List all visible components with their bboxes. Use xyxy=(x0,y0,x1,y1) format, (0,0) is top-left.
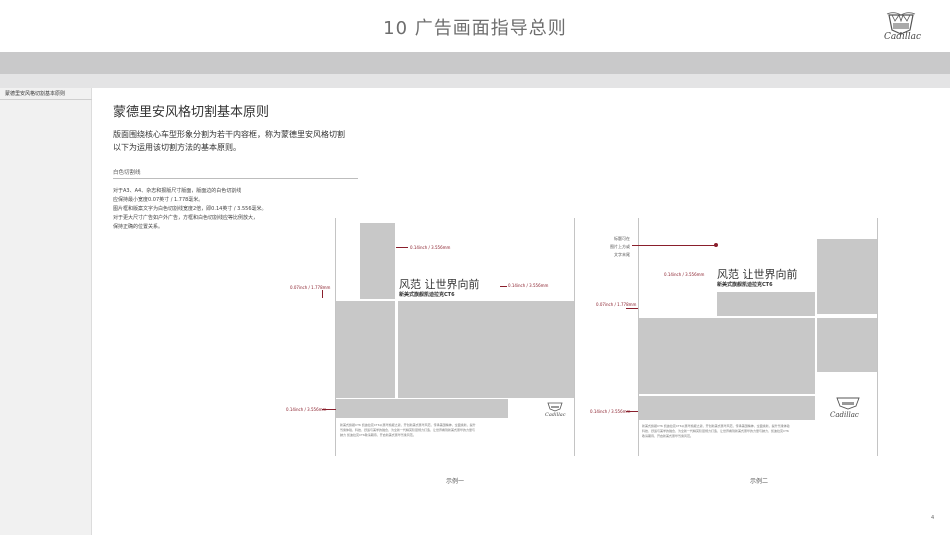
body-text-line: 保持正确的位置关系。 xyxy=(113,224,164,230)
example-one-image-block xyxy=(336,399,508,418)
cadillac-crest-icon xyxy=(547,402,563,412)
example-caption: 示例一 xyxy=(446,478,465,485)
dimension-label: 0.14inch / 3.556mm xyxy=(664,272,705,277)
dimension-pointer xyxy=(500,286,507,287)
body-copy-line: 新美式旗舰CT6 凯迪拉克CT6以豪华旗舰之姿，开创新美式豪华风范，传承美国精神… xyxy=(340,423,476,427)
dimension-label: 0.14inch / 3.556mm xyxy=(508,283,549,288)
logo-wordmark: Cadillac xyxy=(884,32,922,42)
example-one-image-block xyxy=(336,301,395,398)
example-one-image-block xyxy=(398,301,574,398)
dimension-pointer xyxy=(396,247,408,248)
example-caption: 示例二 xyxy=(750,478,769,485)
annotation-note-line: 图片上方或 xyxy=(610,244,630,249)
body-copy-line: 魅力 凯迪拉克CT6敬请期待，开启新美式豪华驾乘风范。 xyxy=(340,433,416,437)
example-two-headline: 风范 让世界向前 xyxy=(717,268,798,281)
dimension-pointer xyxy=(626,308,638,309)
dimension-label: 0.14inch / 3.556mm xyxy=(590,409,631,414)
intro-line: 以下为运用该切割方法的基本原则。 xyxy=(113,143,241,152)
mini-logo-wordmark: Cadillac xyxy=(830,411,859,419)
example-two-image-block xyxy=(639,318,815,394)
header-band xyxy=(0,52,950,74)
body-text-line: 图片框和版案文字为白色切割线宽度2倍，即0.14英寸 / 3.556毫米。 xyxy=(113,206,267,212)
dimension-label: 0.14inch / 3.556mm xyxy=(410,245,451,250)
cadillac-crest-icon xyxy=(836,397,860,410)
body-text-line: 应保持最小宽度0.07英寸 / 1.778毫米。 xyxy=(113,197,204,203)
section-title: 蒙德里安风格切割基本原则 xyxy=(113,105,270,120)
dimension-pointer xyxy=(322,290,323,298)
body-text-line: 对于A3、A4、杂志和报版尺寸版面，版面边的白色切割线 xyxy=(113,188,242,194)
example-one-subhead: 新美式旗舰凯迪拉克CT6 xyxy=(399,292,455,298)
sidebar-item-label[interactable]: 蒙德里安风格切割基本原则 xyxy=(5,91,66,97)
example-two-image-block xyxy=(639,396,815,420)
body-copy-line: 敬请期待，开启新美式豪华驾乘风范。 xyxy=(642,434,694,438)
example-one-headline: 风范 让世界向前 xyxy=(399,278,480,291)
page-header-title: 10 广告画面指导总则 xyxy=(383,18,567,39)
example-two-image-block xyxy=(817,239,877,314)
mini-logo-wordmark: Cadillac xyxy=(545,412,566,418)
annotation-note-line: 标题可在 xyxy=(614,236,630,241)
body-copy-line: 新美式旗舰CT6 凯迪拉克CT6以豪华旗舰之姿，开创新美式豪华风范，传承美国精神… xyxy=(642,424,790,428)
dimension-pointer xyxy=(626,411,638,412)
intro-line: 版面围绕核心车型形象分割为若干内容框，称为蒙德里安风格切割 xyxy=(113,130,345,139)
sidebar xyxy=(0,88,92,535)
cadillac-crest-icon xyxy=(886,12,916,35)
example-two-image-block xyxy=(817,318,877,372)
example-two-subhead: 新美式旗舰凯迪拉克CT6 xyxy=(717,282,773,288)
annotation-note-line: 文字末尾 xyxy=(614,252,630,257)
sidebar-divider xyxy=(0,99,92,100)
header-band-lower xyxy=(0,74,950,88)
example-two-image-block xyxy=(717,292,815,316)
dimension-pointer xyxy=(322,409,336,410)
page-number: 4 xyxy=(931,515,935,521)
body-copy-line: 驾乘体验，科技、舒适与美学的融合，为全新一代精英阶层倾力打造，让世界看到新美式豪… xyxy=(340,428,476,432)
sub-heading-divider xyxy=(113,178,358,179)
body-text-line: 对于更大尺寸广告如户外广告，方框和白色切割线应等比例放大， xyxy=(113,215,259,221)
dimension-label: 0.07inch / 1.778mm xyxy=(596,302,637,307)
example-one-image-block xyxy=(360,223,395,299)
dimension-label: 0.07inch / 1.778mm xyxy=(290,285,331,290)
dimension-label: 0.14inch / 3.556mm xyxy=(286,407,327,412)
sub-heading: 白色切割线 xyxy=(113,170,141,176)
annotation-pointer xyxy=(632,245,716,246)
body-copy-line: 科技、舒适与美学的融合，为全新一代精英阶层倾力打造，让世界看到新美式豪华的力量与… xyxy=(642,429,789,433)
annotation-dot xyxy=(714,243,718,247)
